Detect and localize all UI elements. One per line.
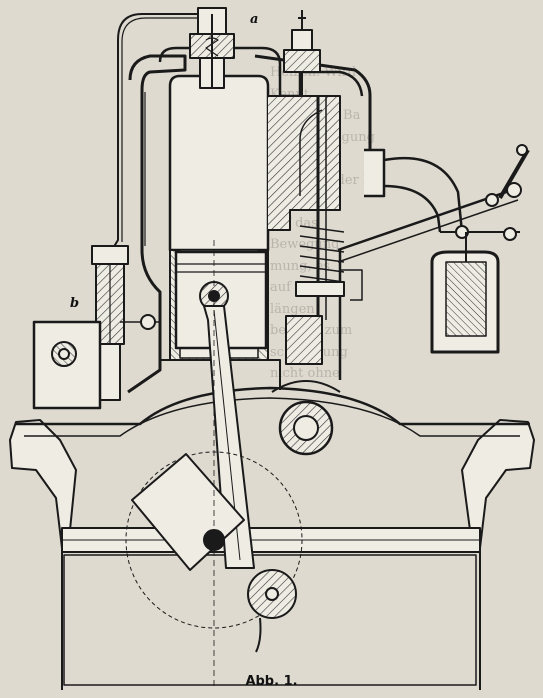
injector-right xyxy=(283,10,321,96)
fuel-pump-b xyxy=(32,245,160,410)
crankcase xyxy=(9,386,535,690)
background-text-line: längen xyxy=(270,301,315,317)
label-a: a xyxy=(250,12,259,27)
cylinder-head xyxy=(158,46,364,231)
fuel-line xyxy=(111,13,198,251)
exhaust-pipe xyxy=(364,148,464,233)
fuel-valve-a xyxy=(189,7,235,89)
label-b: b xyxy=(70,296,80,311)
figure-caption: Abb. 1. xyxy=(245,674,298,689)
crankshaft xyxy=(125,451,303,653)
valve-spring xyxy=(295,96,345,320)
camshaft xyxy=(271,315,341,456)
governor-rocker xyxy=(337,144,530,263)
background-text-line: Bewegung xyxy=(270,237,340,252)
background-text-line: nicht ohne xyxy=(270,366,340,381)
filter-pot xyxy=(430,232,500,354)
